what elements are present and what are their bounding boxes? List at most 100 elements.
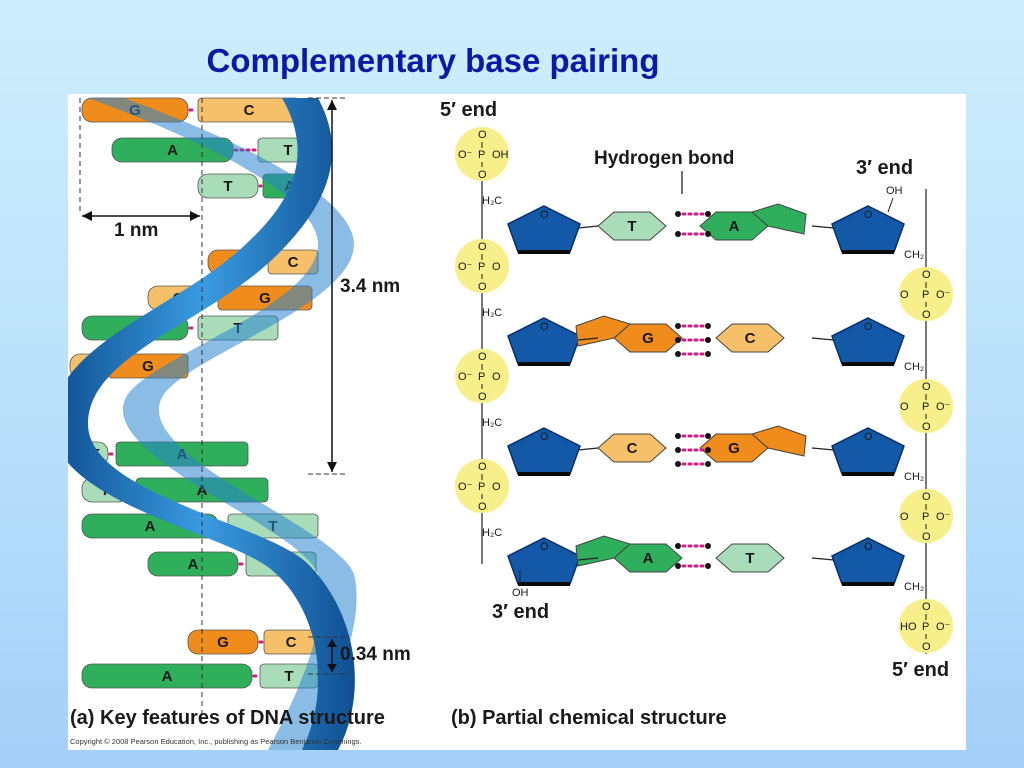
ring-oxygen: O (540, 321, 549, 333)
base-letter-left: A (145, 518, 156, 535)
phosphorus-atom: P (922, 401, 929, 413)
oxygen-anion: O⁻ (458, 481, 473, 493)
base-letter-left: T (223, 178, 232, 195)
h2c-label: H₂C (482, 527, 502, 539)
base-a (81, 663, 253, 689)
h2c-label: H₂C (482, 195, 502, 207)
ring-oxygen: O (864, 541, 873, 553)
base-a-right (699, 203, 807, 241)
oxygen-atom: O (922, 381, 931, 393)
phosphorus-atom: P (922, 621, 929, 633)
ring-oxygen: O (864, 209, 873, 221)
deoxyribose-left: O (507, 205, 581, 254)
base-t-left (597, 211, 667, 241)
three-prime-end-bottom: 3′ end (492, 601, 549, 623)
figure-panel: GCATTAGCCGATCGTATAATATGCAT 1 nm 3.4 nm 0… (68, 94, 966, 750)
base-t (197, 173, 259, 199)
base-letter-left: A (162, 668, 173, 685)
base-letter-right: C (745, 330, 756, 347)
oxygen-atom: O (922, 601, 931, 613)
oxygen-atom: O (900, 511, 909, 523)
base-a (147, 551, 239, 577)
oxygen-anion: O⁻ (458, 261, 473, 273)
ring-oxygen: O (540, 541, 549, 553)
base-letter-right: C (286, 634, 297, 651)
oxygen-atom: O (478, 241, 487, 253)
slide-title: Complementary base pairing (206, 42, 660, 79)
base-letter-right: C (288, 254, 299, 271)
base-c-right (715, 323, 785, 353)
pitch-label: 3.4 nm (340, 276, 400, 297)
base-t-right (715, 543, 785, 573)
base-letter-left: C (627, 440, 638, 457)
oxygen-anion: O⁻ (936, 289, 951, 301)
hydrogen-bonds (675, 211, 711, 237)
phosphorus-atom: P (478, 261, 485, 273)
phosphorus-atom: P (478, 149, 485, 161)
deoxyribose-left: O (507, 427, 581, 476)
ring-oxygen: O (864, 321, 873, 333)
base-letter-right: C (244, 102, 255, 119)
caption-b: (b) Partial chemical structure (451, 707, 727, 729)
oxygen-anion: O⁻ (936, 511, 951, 523)
base-letter-right: G (259, 290, 271, 307)
ch2-label: CH₂ (904, 361, 924, 373)
base-letter-right: A (729, 218, 740, 235)
purine-five-ring (750, 203, 807, 235)
oxygen-atom: O (478, 391, 487, 403)
base-g (187, 629, 259, 655)
hydrogen-bonds (675, 433, 711, 467)
ring-oxygen: O (540, 431, 549, 443)
phosphorus-atom: P (922, 289, 929, 301)
copyright-notice: Copyright © 2008 Pearson Education, Inc.… (70, 737, 362, 746)
deoxyribose-right: O (831, 205, 905, 254)
three-prime-end-top: 3′ end (856, 157, 913, 179)
oxygen-atom: O (922, 421, 931, 433)
hydrogen-bond-label: Hydrogen bond (594, 148, 734, 169)
phosphorus-atom: P (478, 371, 485, 383)
oxygen-atom: HO (900, 621, 917, 633)
oxygen-anion: O⁻ (936, 621, 951, 633)
dna-double-helix: GCATTAGCCGATCGTATAATATGCAT 1 nm 3.4 nm 0… (68, 97, 411, 750)
base-letter-left: A (167, 142, 178, 159)
oxygen-atom: O (922, 491, 931, 503)
ring-oxygen: O (540, 209, 549, 221)
base-letter-right: G (142, 358, 154, 375)
caption-a: (a) Key features of DNA structure (70, 707, 385, 729)
base-a-left (575, 535, 683, 573)
hydrogen-bonds (675, 543, 711, 569)
base-letter-left: A (643, 550, 654, 567)
five-prime-end-top: 5′ end (440, 99, 497, 121)
helix-backbone-front (68, 98, 355, 750)
oxygen-atom: O (922, 309, 931, 321)
base-letter-right: T (745, 550, 754, 567)
ch2-label: CH₂ (904, 249, 924, 261)
oxygen-atom: O (922, 531, 931, 543)
ring-oxygen: O (864, 431, 873, 443)
h2c-label: H₂C (482, 417, 502, 429)
oxygen-atom: O (478, 501, 487, 513)
oxygen-atom: O (922, 269, 931, 281)
oxygen-atom: O (478, 281, 487, 293)
oxygen-atom: O (900, 289, 909, 301)
oxygen-atom: O (900, 401, 909, 413)
base-letter-right: T (283, 142, 292, 159)
purine-five-ring (750, 425, 807, 457)
ch2-label: CH₂ (904, 581, 924, 593)
base-letter-left: T (627, 218, 636, 235)
oxygen-atom: O (478, 169, 487, 181)
phosphorus-atom: P (478, 481, 485, 493)
